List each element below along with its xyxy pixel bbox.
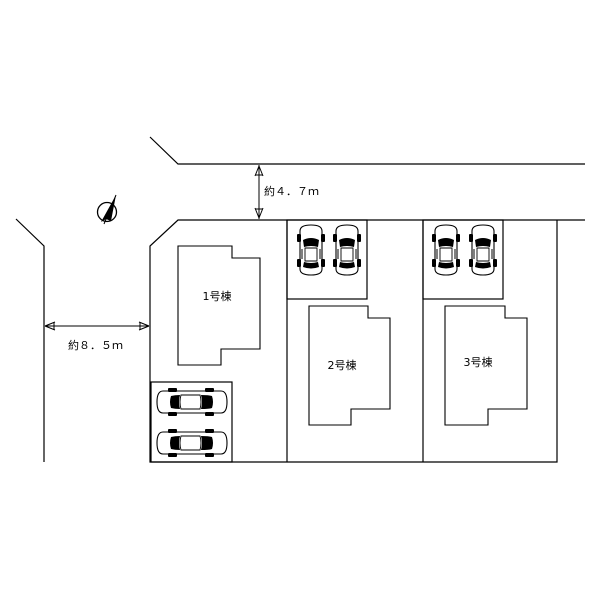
north-arrow-icon: [96, 194, 118, 225]
north-road-south-edge: [149, 219, 585, 463]
north-road-dimension: [254, 165, 264, 219]
car-lot3-a: [431, 224, 461, 276]
west-road-edge: [15, 218, 45, 462]
car-lot3-b: [468, 224, 498, 276]
building-1: [177, 245, 261, 366]
north-road-north-edge: [149, 136, 585, 165]
car-lot2-a: [296, 224, 326, 276]
car-lot1-a: [156, 387, 228, 417]
building-3-label: 3号棟: [464, 355, 493, 369]
building-1-label: 1号棟: [203, 289, 232, 303]
building-2-label: 2号棟: [328, 358, 357, 372]
parking-lot-3: [422, 219, 504, 300]
car-lot2-b: [332, 224, 362, 276]
parking-lot-1: [150, 381, 233, 463]
building-3: [444, 305, 528, 426]
building-2: [308, 305, 391, 426]
west-road-dimension: [44, 321, 150, 331]
car-lot1-b: [156, 428, 228, 458]
north-road-width-label: 約４．７ｍ: [264, 184, 319, 198]
west-road-width-label: 約８．５ｍ: [68, 338, 123, 352]
parking-lot-2: [286, 219, 368, 300]
